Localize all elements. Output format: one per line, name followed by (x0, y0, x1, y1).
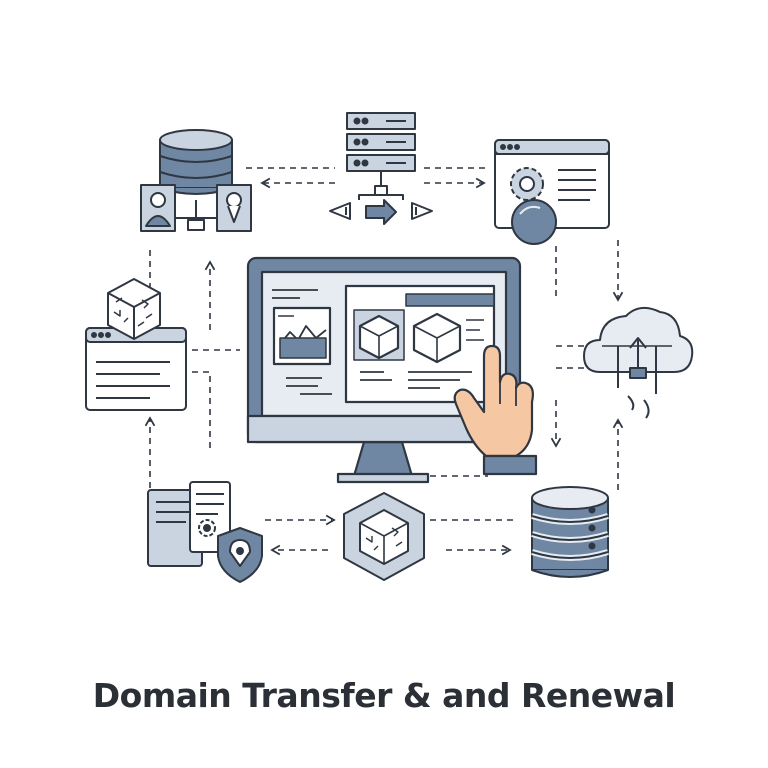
server-rack-icon (329, 112, 433, 225)
server-shield-icon (147, 481, 263, 583)
browser-cube-icon (85, 278, 187, 411)
arrow-left-monitor-2 (192, 371, 211, 448)
browser-settings-icon (494, 139, 610, 245)
database-users-icon (140, 129, 252, 232)
monitor-icon (246, 256, 522, 484)
cloud-network-icon (583, 306, 694, 419)
pointing-hand-icon (453, 344, 538, 476)
diagram-caption: Domain Transfer & and Renewal (92, 676, 676, 715)
database-stack-icon (531, 486, 609, 578)
connector-arrows (144, 167, 624, 556)
cube-hexagon-icon (343, 492, 425, 581)
